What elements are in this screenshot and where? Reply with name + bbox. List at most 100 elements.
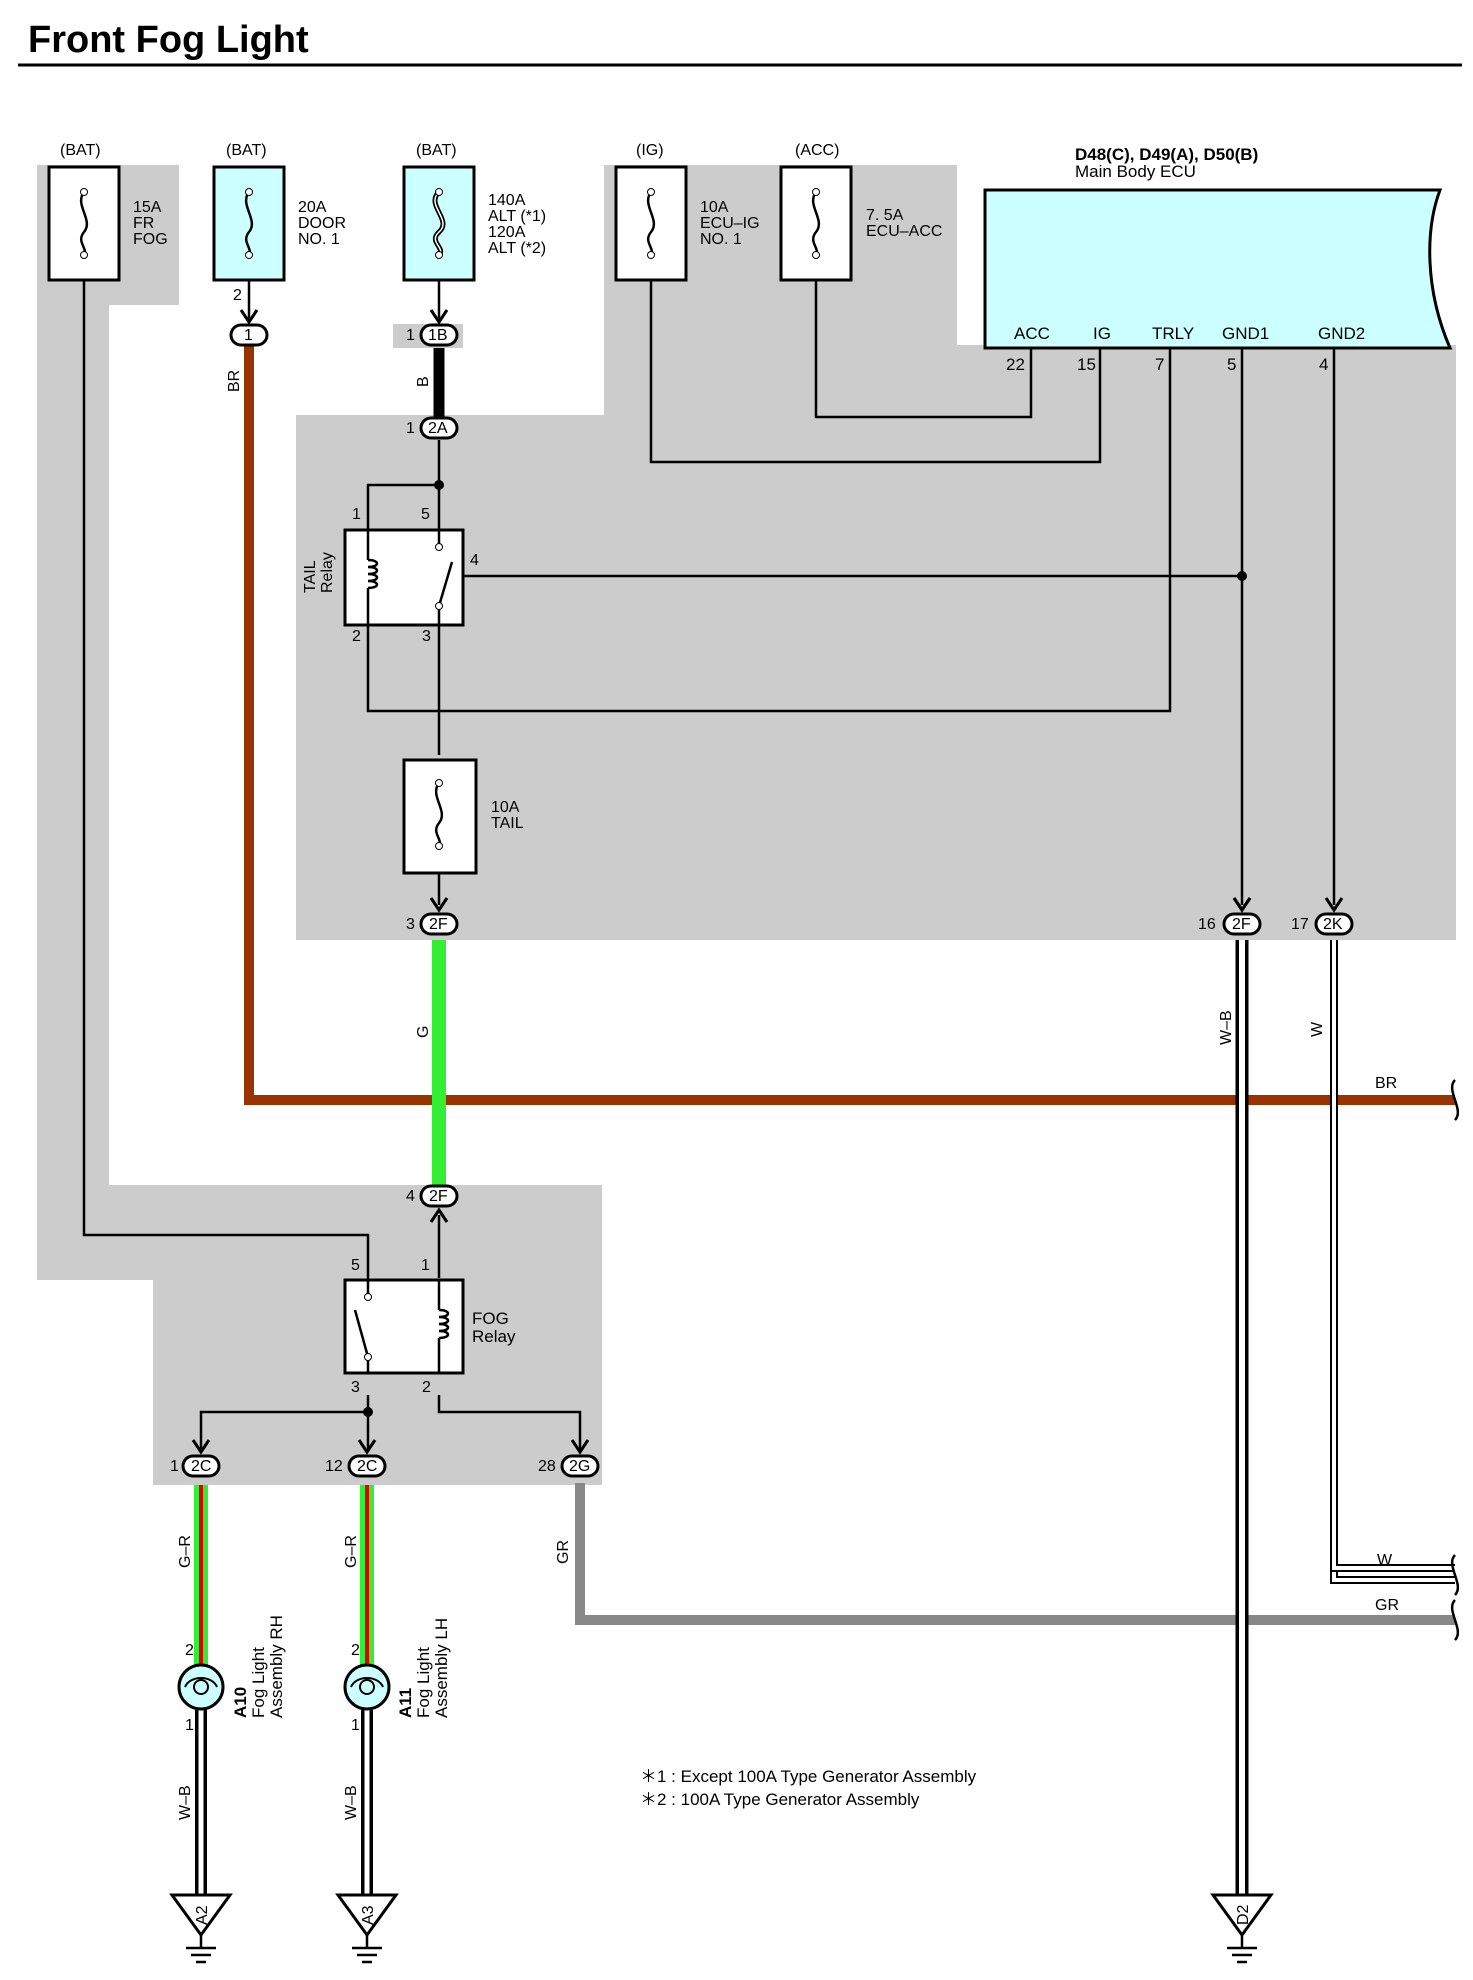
svg-text:NO. 1: NO. 1 <box>700 231 742 248</box>
label-gr-rh: G–R <box>177 1535 194 1568</box>
svg-text:Fog Light: Fog Light <box>249 1647 268 1718</box>
svg-text:20A: 20A <box>298 199 327 216</box>
ground-a3: A3 <box>335 1893 399 1964</box>
svg-text:D2: D2 <box>1235 1904 1252 1925</box>
svg-text:120A: 120A <box>488 224 526 241</box>
svg-text:7. 5A: 7. 5A <box>866 207 904 224</box>
svg-text:TAIL: TAIL <box>491 815 524 832</box>
svg-text:Assembly LH: Assembly LH <box>432 1618 451 1718</box>
tail-relay-name-1: TAIL <box>302 560 319 593</box>
svg-text:Fog Light: Fog Light <box>414 1647 433 1718</box>
svg-text:DOOR: DOOR <box>298 215 346 232</box>
svg-text:1B: 1B <box>428 327 448 344</box>
svg-text:4: 4 <box>1319 355 1328 374</box>
fog-relay-name-2: Relay <box>472 1327 516 1346</box>
svg-text:1: 1 <box>185 1717 194 1734</box>
svg-text:2C: 2C <box>191 1458 211 1475</box>
svg-text:5: 5 <box>421 506 430 523</box>
svg-text:2A: 2A <box>428 420 448 437</box>
svg-text:ALT (*1): ALT (*1) <box>488 208 546 225</box>
note-1: ＊1 : Except 100A Type Generator Assembly <box>640 1767 977 1786</box>
svg-text:1: 1 <box>406 327 415 344</box>
svg-text:FR: FR <box>133 215 154 232</box>
connector-1: 1 <box>229 309 269 347</box>
svg-text:2C: 2C <box>357 1458 377 1475</box>
fuse-fr-fog: (BAT) 15A FR FOG <box>47 142 168 282</box>
svg-text:GND2: GND2 <box>1318 324 1365 343</box>
label-wb-d2: W–B <box>1218 1010 1235 1045</box>
svg-text:1: 1 <box>406 420 415 437</box>
fog-relay: FOG Relay 5 1 3 2 <box>343 1257 516 1396</box>
label-w-horiz: W <box>1377 1552 1393 1569</box>
fuse-tail: 10A TAIL <box>402 758 524 875</box>
svg-text:10A: 10A <box>700 199 729 216</box>
svg-text:1: 1 <box>170 1458 179 1475</box>
svg-text:(ACC): (ACC) <box>795 142 839 159</box>
ground-d2: D2 <box>1210 1893 1274 1964</box>
svg-text:2: 2 <box>185 1642 194 1659</box>
svg-text:(BAT): (BAT) <box>226 142 267 159</box>
svg-text:2: 2 <box>422 1379 431 1396</box>
svg-text:3: 3 <box>422 628 431 645</box>
label-w-vert: W <box>1309 1021 1326 1037</box>
svg-text:16: 16 <box>1198 916 1216 933</box>
thin-wires <box>82 255 1336 1450</box>
svg-text:22: 22 <box>1006 355 1025 374</box>
wire-break-marks <box>1450 1079 1460 1641</box>
ecu-name: Main Body ECU <box>1075 162 1196 181</box>
svg-text:2F: 2F <box>429 1188 448 1205</box>
svg-text:5: 5 <box>351 1257 360 1274</box>
svg-text:A3: A3 <box>360 1905 377 1925</box>
svg-text:12: 12 <box>325 1458 343 1475</box>
label-b: B <box>415 376 432 387</box>
svg-text:ACC: ACC <box>1014 324 1050 343</box>
svg-text:1: 1 <box>351 1717 360 1734</box>
ecu-code: D48(C), D49(A), D50(B) <box>1075 145 1258 164</box>
fuse-ecu-acc: (ACC) 7. 5A ECU–ACC <box>779 142 942 282</box>
connector-2c-pin12: 2C 12 <box>325 1439 387 1478</box>
svg-text:FOG: FOG <box>133 231 168 248</box>
svg-text:3: 3 <box>351 1379 360 1396</box>
svg-text:IG: IG <box>1093 324 1111 343</box>
svg-text:2: 2 <box>351 1642 360 1659</box>
connector-2c-pin1: 2C 1 <box>170 1439 221 1478</box>
connector-2f-pin3: 2F 3 <box>406 897 459 936</box>
svg-text:2: 2 <box>233 287 242 304</box>
wire-w <box>1330 940 1455 1584</box>
svg-text:(BAT): (BAT) <box>60 142 101 159</box>
page-title: Front Fog Light <box>28 19 309 61</box>
connector-1b: 1B 1 <box>393 309 463 348</box>
svg-text:2F: 2F <box>429 916 448 933</box>
fuse-alt: (BAT) 140A ALT (*1) 120A ALT (*2) <box>402 142 546 282</box>
svg-text:ECU–ACC: ECU–ACC <box>866 223 942 240</box>
wire-br <box>244 345 1455 1105</box>
svg-text:ALT (*2): ALT (*2) <box>488 240 546 257</box>
label-gr-horiz: GR <box>1375 1597 1399 1614</box>
svg-text:2F: 2F <box>1232 916 1251 933</box>
svg-text:1: 1 <box>421 1257 430 1274</box>
svg-text:1: 1 <box>352 506 361 523</box>
main-body-ecu: D48(C), D49(A), D50(B) Main Body ECU ACC… <box>983 145 1453 374</box>
junction-dots <box>363 480 1247 1417</box>
svg-text:4: 4 <box>470 552 479 569</box>
wires <box>194 345 1455 1900</box>
svg-text:10A: 10A <box>491 799 520 816</box>
label-gr-lh: G–R <box>343 1535 360 1568</box>
fog-light-lh: 2 1 A11 Fog Light Assembly LH <box>343 1618 451 1734</box>
label-br-vert: BR <box>226 370 243 392</box>
svg-text:2K: 2K <box>1323 916 1343 933</box>
label-g: G <box>415 1026 432 1038</box>
svg-text:ECU–IG: ECU–IG <box>700 215 760 232</box>
svg-text:3: 3 <box>406 916 415 933</box>
fog-relay-name-1: FOG <box>472 1309 509 1328</box>
svg-text:A10: A10 <box>231 1687 250 1718</box>
svg-text:28: 28 <box>538 1458 556 1475</box>
connector-2g: 2G 28 <box>538 1439 600 1478</box>
connector-2f-pin4: 2F 4 <box>406 1184 459 1223</box>
label-br-horiz: BR <box>1375 1075 1397 1092</box>
svg-text:2G: 2G <box>569 1458 590 1475</box>
fuse-ecu-ig: (IG) 10A ECU–IG NO. 1 <box>614 142 760 282</box>
ground-a2: A2 <box>169 1893 233 1964</box>
svg-text:GND1: GND1 <box>1222 324 1269 343</box>
